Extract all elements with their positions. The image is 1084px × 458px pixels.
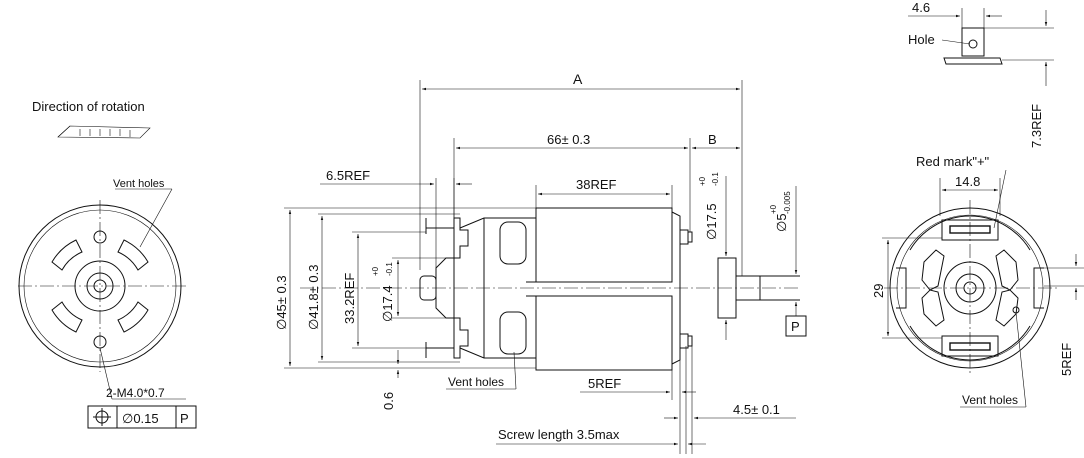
tolerance-datum: P bbox=[180, 411, 189, 426]
right-end-view: Red mark"+" 14.8 29 bbox=[871, 154, 1084, 408]
datum-P: P bbox=[791, 319, 800, 334]
tolerance-frame: ∅0.15 P bbox=[87, 405, 197, 429]
front-screw bbox=[679, 333, 689, 349]
terminal-top bbox=[941, 219, 999, 241]
rotation-arrow-icon bbox=[57, 125, 151, 139]
vent-hole bbox=[921, 249, 945, 291]
screw-length: Screw length 3.5max bbox=[498, 427, 620, 442]
rotation-label: Direction of rotation bbox=[32, 99, 145, 114]
hole-label: Hole bbox=[908, 32, 935, 47]
tol-17-4-upper: +0 bbox=[371, 266, 380, 276]
vent-hole bbox=[51, 301, 83, 333]
dim-29: 29 bbox=[871, 284, 886, 298]
side-vent-label: Vent holes bbox=[448, 375, 504, 389]
left-end-view: Direction of rotation Vent holes 2-M4.0*… bbox=[18, 99, 197, 429]
rear-endcap bbox=[435, 217, 469, 359]
vent-hole bbox=[995, 289, 1019, 327]
vent-hole bbox=[117, 239, 149, 271]
vent-hole bbox=[921, 289, 945, 327]
vent-hole bbox=[117, 301, 149, 333]
dim-33-2ref: 33.2REF bbox=[342, 273, 357, 324]
vent-window bbox=[499, 311, 527, 355]
rear-bushing bbox=[419, 275, 437, 301]
terminal-hole bbox=[968, 39, 978, 49]
dim-4-6: 4.6 bbox=[912, 0, 930, 15]
tol-5-lower: -0.005 bbox=[783, 191, 792, 214]
vent-window bbox=[499, 221, 527, 265]
side-view: A 66± 0.3 B 38REF 6.5REF ∅45± 0.3 ∅41.8±… bbox=[274, 71, 807, 454]
position-icon bbox=[93, 408, 111, 426]
dim-5: ∅5 bbox=[774, 213, 789, 232]
motor-can-lower bbox=[535, 295, 673, 371]
dim-5ref: 5REF bbox=[588, 376, 621, 391]
tol-17-5-upper: +0 bbox=[698, 176, 707, 186]
dim-66: 66± 0.3 bbox=[547, 132, 590, 147]
vent-hole bbox=[51, 239, 83, 271]
dim-5ref-right: 5REF bbox=[1059, 343, 1074, 376]
dim-17-4: ∅17.4 bbox=[380, 285, 395, 322]
motor-can-upper bbox=[535, 207, 673, 283]
terminal-bottom bbox=[941, 335, 999, 357]
shaft bbox=[735, 275, 761, 301]
vent-hole bbox=[995, 249, 1019, 291]
front-flange bbox=[671, 211, 681, 365]
dim-7-3ref: 7.3REF bbox=[1029, 104, 1044, 148]
tol-17-4-lower: -0.1 bbox=[385, 262, 394, 276]
front-screw bbox=[679, 229, 689, 245]
dim-4-5: 4.5± 0.1 bbox=[733, 402, 780, 417]
red-mark-label: Red mark"+" bbox=[916, 154, 990, 169]
tolerance-value: ∅0.15 bbox=[122, 411, 159, 426]
dim-6-5ref: 6.5REF bbox=[326, 168, 370, 183]
dim-0-6: 0.6 bbox=[381, 392, 396, 410]
dim-14-8: 14.8 bbox=[955, 174, 980, 189]
left-vent-label: Vent holes bbox=[113, 178, 165, 190]
thread-label: 2-M4.0*0.7 bbox=[106, 386, 165, 400]
tol-5-upper: +0 bbox=[769, 204, 778, 214]
dim-45: ∅45± 0.3 bbox=[274, 275, 289, 330]
terminal-detail: 4.6 Hole 7.3REF bbox=[908, 0, 1054, 148]
tol-17-5-lower: -0.1 bbox=[711, 172, 720, 186]
dim-38ref: 38REF bbox=[576, 177, 617, 192]
dim-B: B bbox=[708, 132, 717, 147]
right-vent-label: Vent holes bbox=[962, 393, 1018, 407]
dim-A: A bbox=[573, 71, 583, 87]
dim-41-8: ∅41.8± 0.3 bbox=[306, 265, 321, 330]
terminal-tab bbox=[961, 27, 985, 57]
mounting-hole bbox=[93, 230, 107, 244]
dim-17-5: ∅17.5 bbox=[704, 203, 719, 240]
